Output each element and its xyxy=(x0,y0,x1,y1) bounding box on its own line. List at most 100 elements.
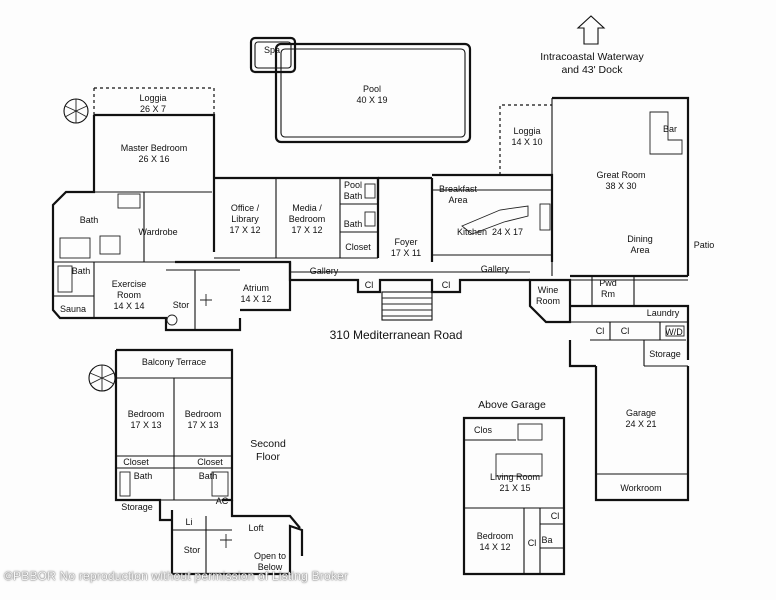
dining-line2: Area xyxy=(630,245,650,255)
garage-label: Garage 24 X 21 xyxy=(625,408,656,430)
closet-label: Closet xyxy=(345,242,371,252)
dining-area-label: Dining Area xyxy=(627,234,653,256)
atrium-name: Atrium xyxy=(242,283,269,293)
closet-b-label: Cl xyxy=(527,538,537,548)
bedroom-garage-name: Bedroom xyxy=(476,531,514,541)
master-bedroom-label: Master Bedroom 26 X 16 xyxy=(121,143,188,165)
loggia-east-name: Loggia xyxy=(513,126,541,136)
spiral-stair-icon xyxy=(63,98,89,124)
pool-dim: 40 X 19 xyxy=(356,95,388,105)
kitchen-dim: 24 X 17 xyxy=(492,227,524,237)
media-bedroom-label: Media / Bedroom 17 X 12 xyxy=(289,203,326,236)
bedroom-garage-dim: 14 X 12 xyxy=(479,542,511,552)
north-arrow-icon xyxy=(576,15,606,45)
bath-garage-label: Ba xyxy=(541,535,553,545)
linen-label: Li xyxy=(185,517,193,527)
storage-second-label: Storage xyxy=(121,502,153,512)
bath-right-label: Bath xyxy=(198,471,218,481)
copyright-watermark: ©PBBOR No reproduction without permissio… xyxy=(4,569,349,583)
closet-cl4-label: Cl xyxy=(620,326,630,336)
exercise-bath-label: Bath xyxy=(71,266,91,276)
laundry-label: Laundry xyxy=(646,308,680,318)
bedroom-right-label: Bedroom 17 X 13 xyxy=(185,409,222,431)
balcony-terrace-label: Balcony Terrace xyxy=(141,357,207,367)
kitchen-name: Kitchen xyxy=(456,227,487,237)
pool-area xyxy=(249,36,472,144)
stor-second-label: Stor xyxy=(183,545,201,555)
storage-garage-label: Storage xyxy=(649,349,681,359)
office-library-label: Office / Library 17 X 12 xyxy=(229,203,260,236)
great-room-label: Great Room 38 X 30 xyxy=(596,170,645,192)
loggia-west-label: Loggia 26 X 7 xyxy=(139,93,166,115)
bar-label: Bar xyxy=(662,124,678,134)
closet-a-label: Cl xyxy=(550,511,560,521)
closet-left-label: Closet xyxy=(123,457,149,467)
pool-bath-line2: Bath xyxy=(343,191,363,201)
wine-line1: Wine xyxy=(537,285,559,295)
kitchen-label: Kitchen 24 X 17 xyxy=(457,227,523,238)
second-floor-line1: Second xyxy=(250,438,286,450)
bedroom-right-name: Bedroom xyxy=(184,409,222,419)
waterway-line1: Intracoastal Waterway xyxy=(540,51,644,63)
above-garage-title: Above Garage xyxy=(478,399,546,411)
exercise-room-label: Exercise Room 14 X 14 xyxy=(112,279,147,312)
wardrobe-label: Wardrobe xyxy=(138,227,178,237)
loggia-east-label: Loggia 14 X 10 xyxy=(511,126,542,148)
pwd-line2: Rm xyxy=(600,289,615,299)
breakfast-line1: Breakfast xyxy=(438,184,478,194)
ac-label: AC xyxy=(215,496,229,506)
spa-label: Spa xyxy=(263,45,281,55)
bedroom-left-name: Bedroom xyxy=(127,409,165,419)
open-below-line1: Open to xyxy=(253,551,287,561)
master-bedroom-name: Master Bedroom xyxy=(120,143,188,153)
wine-room-label: Wine Room xyxy=(536,285,560,307)
breakfast-line2: Area xyxy=(448,195,468,205)
sauna-label: Sauna xyxy=(59,304,87,314)
master-bedroom-dim: 26 X 16 xyxy=(138,154,170,164)
media-dim: 17 X 12 xyxy=(291,225,323,235)
office-line1: Office / xyxy=(230,203,260,213)
spiral-stair-small-icon xyxy=(88,364,116,392)
bedroom-left-dim: 17 X 13 xyxy=(130,420,162,430)
foyer-dim: 17 X 11 xyxy=(390,248,422,258)
open-to-below-label: Open to Below xyxy=(254,551,286,573)
great-room-name: Great Room xyxy=(596,170,646,180)
master-bath-label: Bath xyxy=(79,215,99,225)
pool-bath-label: Pool Bath xyxy=(344,180,363,202)
media-line1: Media / xyxy=(292,203,322,213)
bedroom-garage-label: Bedroom 14 X 12 xyxy=(477,531,514,553)
clos-label: Clos xyxy=(473,425,493,435)
foyer-name: Foyer xyxy=(394,237,418,247)
address-label: 310 Mediterranean Road xyxy=(329,328,463,342)
atrium-dim: 14 X 12 xyxy=(240,294,272,304)
bedroom-right-dim: 17 X 13 xyxy=(187,420,219,430)
exercise-line2: Room xyxy=(116,290,142,300)
closet-right-label: Closet xyxy=(197,457,223,467)
living-room-label: Living Room 21 X 15 xyxy=(490,472,540,494)
closet-cl1-label: Cl xyxy=(364,280,374,290)
patio-label: Patio xyxy=(693,240,715,250)
atrium-label: Atrium 14 X 12 xyxy=(240,283,271,305)
second-floor-line2: Floor xyxy=(256,451,280,463)
loggia-east-dim: 14 X 10 xyxy=(511,137,543,147)
powder-room-label: Pwd Rm xyxy=(599,278,617,300)
closet-cl3-label: Cl xyxy=(595,326,605,336)
breakfast-area-label: Breakfast Area xyxy=(439,184,477,206)
waterway-label: Intracoastal Waterway and 43' Dock xyxy=(540,51,643,77)
open-below-line2: Below xyxy=(257,562,283,572)
closet-cl2-label: Cl xyxy=(441,280,451,290)
pwd-line1: Pwd xyxy=(599,278,617,288)
pool-bath-line1: Pool xyxy=(343,180,363,190)
gallery-west-label: Gallery xyxy=(309,266,339,276)
small-bath-label: Bath xyxy=(343,219,363,229)
exercise-dim: 14 X 14 xyxy=(113,301,145,311)
stor-main-label: Stor xyxy=(172,300,190,310)
office-line2: Library xyxy=(231,214,259,224)
dining-line1: Dining xyxy=(627,234,653,244)
media-line2: Bedroom xyxy=(288,214,326,224)
living-room-dim: 21 X 15 xyxy=(499,483,531,493)
washer-dryer-label: W/D xyxy=(665,327,683,337)
bath-left-label: Bath xyxy=(133,471,153,481)
